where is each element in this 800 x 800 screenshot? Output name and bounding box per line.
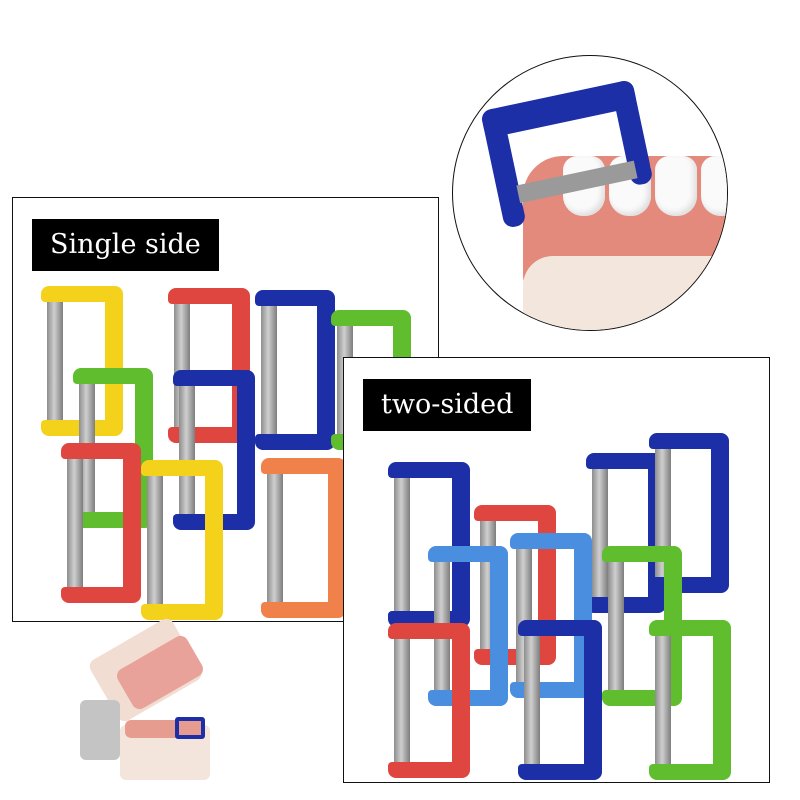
strip-holder — [261, 458, 346, 618]
strip-holder — [255, 290, 335, 450]
articulator-model — [80, 615, 210, 785]
model-base — [523, 256, 727, 330]
two-sided-label: two-sided — [363, 379, 532, 431]
two-sided-panel: two-sided — [343, 357, 770, 783]
strip-holder — [61, 443, 141, 603]
strip-holder — [518, 620, 602, 780]
single-side-label: Single side — [32, 219, 219, 271]
strip-holder — [141, 460, 223, 620]
strip-holder — [649, 620, 731, 780]
strip-holder — [388, 623, 470, 778]
strip-holder — [173, 370, 255, 530]
closeup-inset — [452, 55, 728, 331]
